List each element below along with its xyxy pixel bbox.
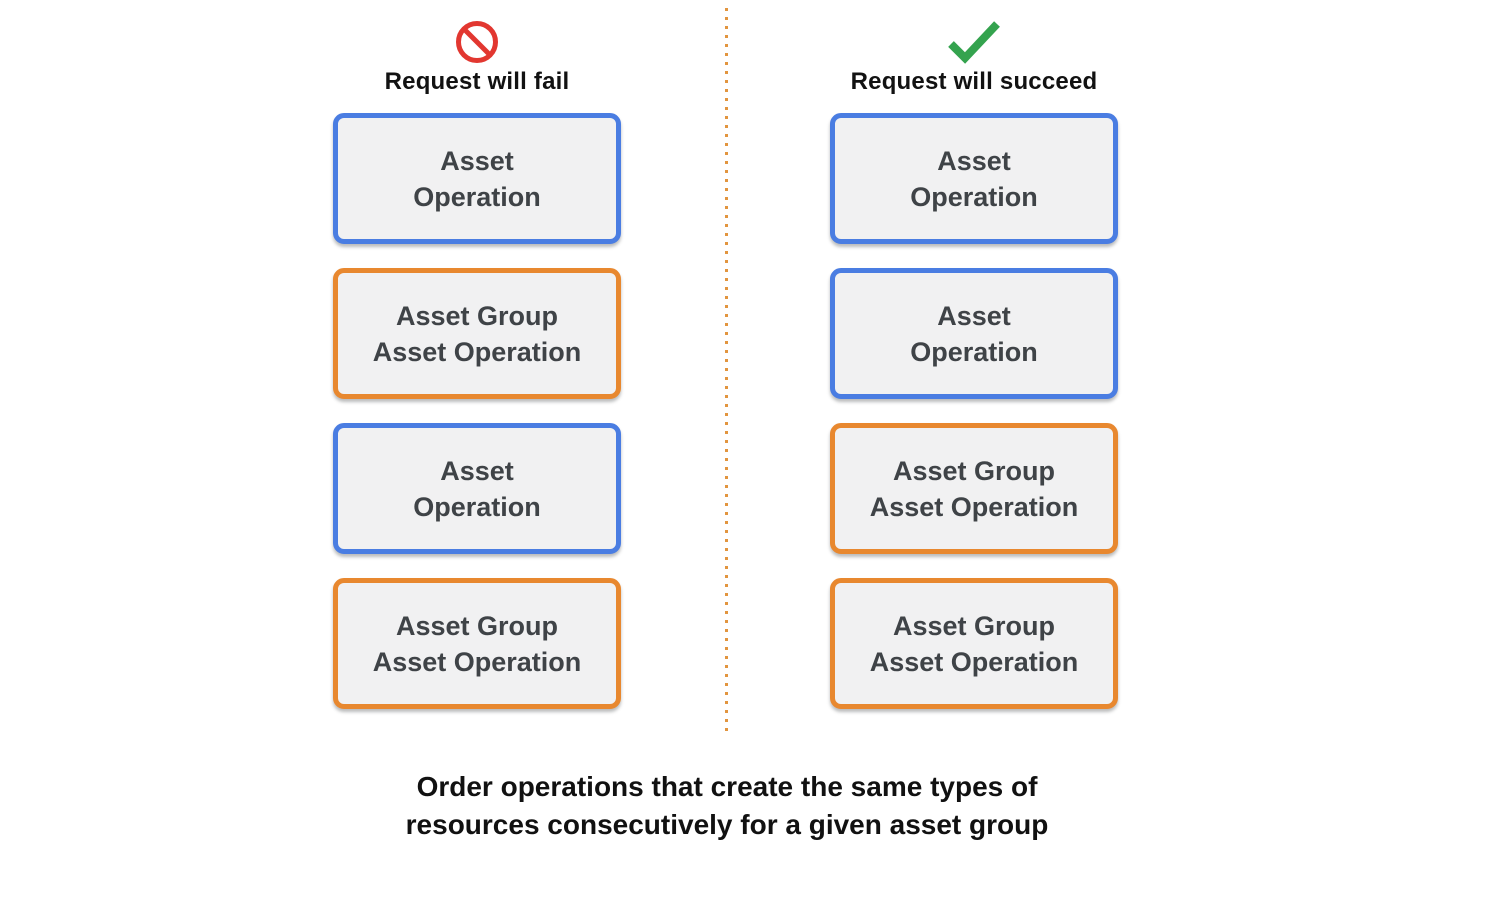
check-icon — [948, 21, 1000, 64]
column-divider — [725, 8, 728, 736]
flow-box-label: Asset Group Asset Operation — [869, 455, 1079, 522]
prohibited-icon — [456, 21, 498, 63]
succeed-title: Request will succeed — [850, 68, 1098, 95]
fail-header: Request will fail — [385, 20, 570, 96]
flow-box-label: Asset Operation — [910, 145, 1038, 212]
fail-column: Request will fail Asset Operation Asset … — [333, 20, 621, 733]
flow-box-fail-3: Asset Operation — [333, 423, 621, 554]
caption: Order operations that create the same ty… — [405, 771, 1049, 840]
flow-box-label: Asset Operation — [413, 455, 541, 522]
flow-box-fail-1: Asset Operation — [333, 113, 621, 244]
fail-title: Request will fail — [384, 68, 570, 95]
flow-box-succeed-1: Asset Operation — [830, 113, 1118, 244]
flow-box-succeed-4: Asset Group Asset Operation — [830, 578, 1118, 709]
flow-box-label: Asset Group Asset Operation — [869, 610, 1079, 677]
flow-box-label: Asset Group Asset Operation — [372, 610, 582, 677]
flow-box-succeed-2: Asset Operation — [830, 268, 1118, 399]
succeed-column: Request will succeed Asset Operation Ass… — [830, 20, 1118, 733]
flow-box-label: Asset Operation — [910, 300, 1038, 367]
flow-box-succeed-3: Asset Group Asset Operation — [830, 423, 1118, 554]
flow-box-label: Asset Group Asset Operation — [372, 300, 582, 367]
flow-box-label: Asset Operation — [413, 145, 541, 212]
flow-box-fail-4: Asset Group Asset Operation — [333, 578, 621, 709]
succeed-header: Request will succeed — [851, 20, 1098, 96]
flow-box-fail-2: Asset Group Asset Operation — [333, 268, 621, 399]
